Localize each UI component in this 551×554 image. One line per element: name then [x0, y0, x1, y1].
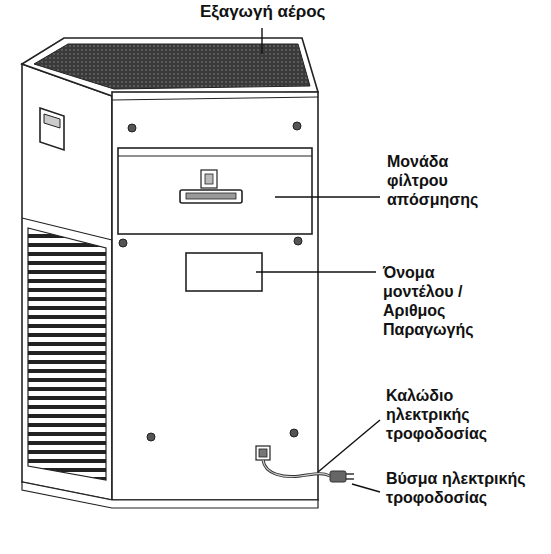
part-label: Βύσμα ηλεκτρικής τροφοδοσίας	[386, 469, 526, 507]
housing	[22, 38, 318, 508]
part-label: Μονάδα φίλτρου απόσμησης	[387, 152, 507, 209]
power-cord	[263, 460, 354, 482]
leader-lines	[256, 28, 380, 492]
part-label: Όνομα μοντέλου / Αριθμος Παραγωγής	[383, 263, 501, 339]
part-label: Καλώδιο ηλεκτρικής τροφοδοσίας	[386, 386, 526, 443]
part-label: Εξαγωγή αέρος	[200, 2, 370, 21]
